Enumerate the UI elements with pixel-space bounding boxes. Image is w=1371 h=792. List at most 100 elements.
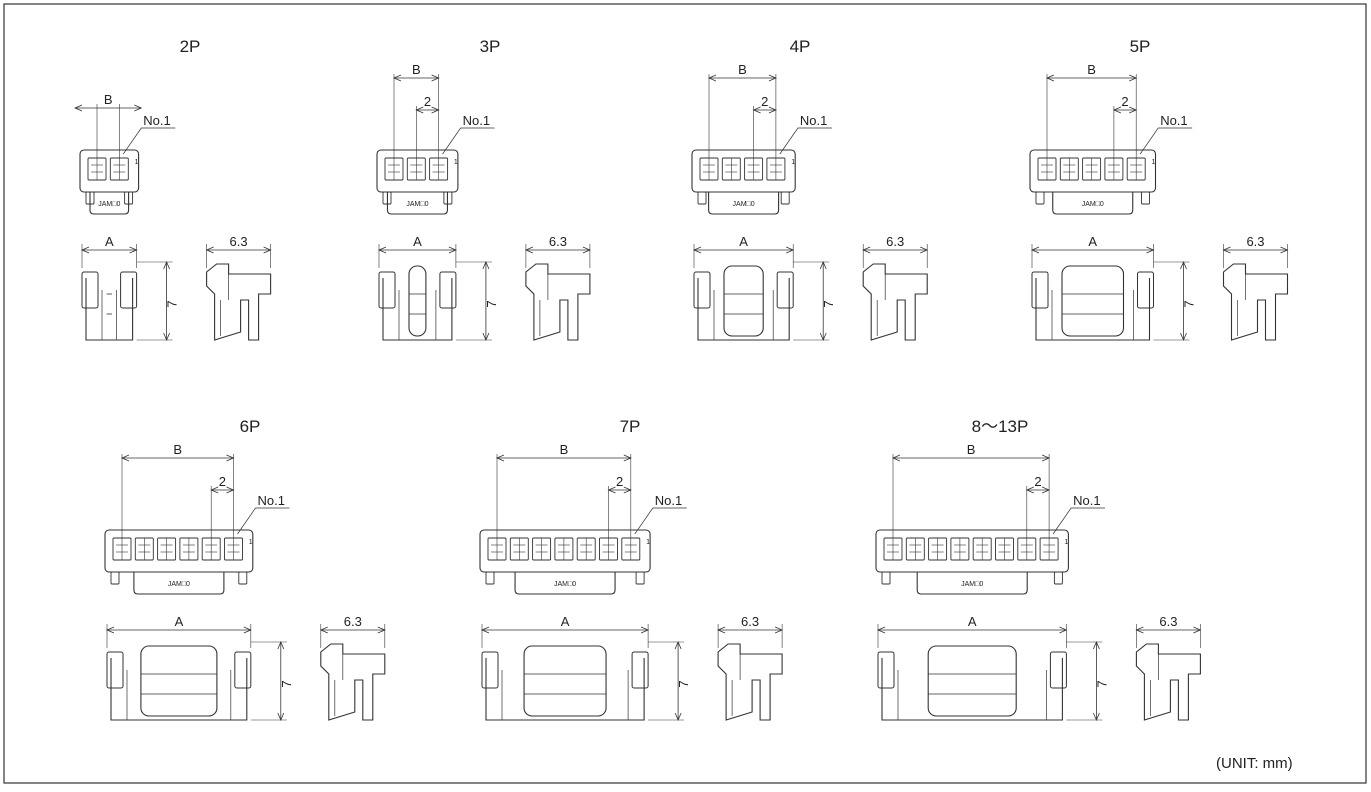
top-cover [927, 645, 1017, 717]
side-post-right [443, 191, 453, 205]
pin-one-label: No.1 [143, 113, 170, 128]
latch-tab [89, 192, 130, 215]
side-post-right [1053, 571, 1063, 585]
top-cover [1061, 265, 1125, 337]
side-profile [206, 263, 272, 341]
dim-pitch-line-arrow-right [768, 106, 777, 114]
latch-tab [386, 192, 448, 215]
dim-b-label: B [560, 442, 569, 457]
side-profile [320, 643, 386, 721]
dim-a-label: A [1088, 234, 1097, 249]
dim-height-line-arrow-bottom [277, 712, 285, 722]
top-body-outline [85, 278, 134, 341]
dim-height-line-arrow-bottom [1093, 712, 1100, 722]
pin-one-leader [779, 127, 832, 155]
top-lug-left [378, 271, 396, 309]
top-cover [723, 265, 764, 337]
dim-pitch-label: 2 [616, 474, 623, 489]
dim-b-line-arrow-left [1045, 74, 1055, 82]
dim-b-label: B [967, 442, 976, 457]
dim-height-label: 7 [676, 680, 691, 687]
top-lug-right [1137, 271, 1154, 309]
unit-label: (UNIT: mm) [1216, 755, 1293, 772]
dim-b-line-arrow-right [1041, 454, 1051, 462]
face-body [479, 529, 651, 573]
pin-one-leader [123, 127, 176, 155]
side-post-left [1035, 191, 1045, 205]
dim-height-line-arrow-top [674, 640, 682, 650]
dim-height-line-arrow-bottom [482, 332, 490, 342]
side-post-left [697, 191, 707, 205]
dim-b-label: B [1087, 62, 1096, 77]
top-lug-left [81, 271, 99, 309]
dim-pitch-label: 2 [219, 474, 226, 489]
marking-label: JAM□0 [961, 581, 983, 588]
top-lug-right [234, 651, 252, 689]
marking-label: JAM□0 [168, 581, 190, 588]
side-post-right [124, 191, 134, 205]
top-lug-left [877, 651, 895, 689]
side-profile [717, 643, 783, 721]
marking-label: JAM□0 [733, 201, 755, 208]
dim-b-label: B [738, 62, 747, 77]
dim-pitch-label: 2 [761, 94, 768, 109]
dim-b-line-arrow-left [120, 454, 130, 462]
latch-tab [708, 192, 780, 215]
side-post-left [485, 571, 495, 585]
dim-b-line-arrow-left [73, 104, 83, 112]
face-body [79, 149, 140, 193]
face-body [1029, 149, 1157, 193]
dim-depth-label: 6.3 [1246, 234, 1264, 249]
dim-height-line-arrow-bottom [819, 332, 827, 342]
pin-one-mark: 1 [1064, 539, 1068, 546]
side-post-left [85, 191, 95, 205]
pin-one-leader [442, 127, 495, 155]
dim-pitch-line-arrow-right [226, 486, 235, 494]
dim-b-line-arrow-left [891, 454, 901, 462]
dim-b-line-arrow-right [431, 74, 440, 82]
latch-tab [1052, 192, 1134, 215]
dim-depth-label: 6.3 [886, 234, 904, 249]
dim-height-line-arrow-top [819, 260, 827, 270]
dim-pitch-line-arrow-right [1041, 486, 1051, 494]
dim-pitch-line-arrow-left [752, 106, 761, 114]
dim-b-line-arrow-right [134, 104, 143, 112]
sheet-border [3, 3, 1367, 784]
dim-b-line-arrow-right [1129, 74, 1138, 82]
side-profile [1135, 643, 1201, 721]
pin-one-mark: 1 [1152, 159, 1156, 166]
dim-b-line-arrow-right [768, 74, 777, 82]
top-lug-right [631, 651, 649, 689]
dim-depth-label: 6.3 [1159, 614, 1177, 629]
top-lug-left [106, 651, 124, 689]
dim-height-line-arrow-top [277, 640, 285, 650]
top-lug-right [776, 271, 794, 309]
dim-a-label: A [175, 614, 184, 629]
latch-tab [916, 572, 1028, 595]
top-body-outline [697, 278, 790, 341]
face-body [691, 149, 796, 193]
dim-height-label: 7 [1182, 300, 1197, 307]
pin-one-mark: 1 [791, 159, 795, 166]
top-cover [140, 645, 218, 717]
pin-one-label: No.1 [1160, 113, 1187, 128]
top-body-outline [485, 658, 645, 721]
dim-height-line-arrow-top [482, 260, 490, 270]
side-post-right [1141, 191, 1150, 205]
marking-label: JAM□0 [98, 201, 120, 208]
variant-title: 4P [790, 37, 811, 56]
dim-b-label: B [173, 442, 182, 457]
top-body-outline [110, 658, 248, 721]
dim-a-label: A [105, 234, 114, 249]
top-body-outline [881, 658, 1063, 721]
variant-title: 6P [240, 417, 261, 436]
top-lug-left [1031, 271, 1049, 309]
pin-one-mark: 1 [454, 159, 458, 166]
dim-height-line-arrow-top [1180, 260, 1187, 270]
pin-one-label: No.1 [800, 113, 827, 128]
